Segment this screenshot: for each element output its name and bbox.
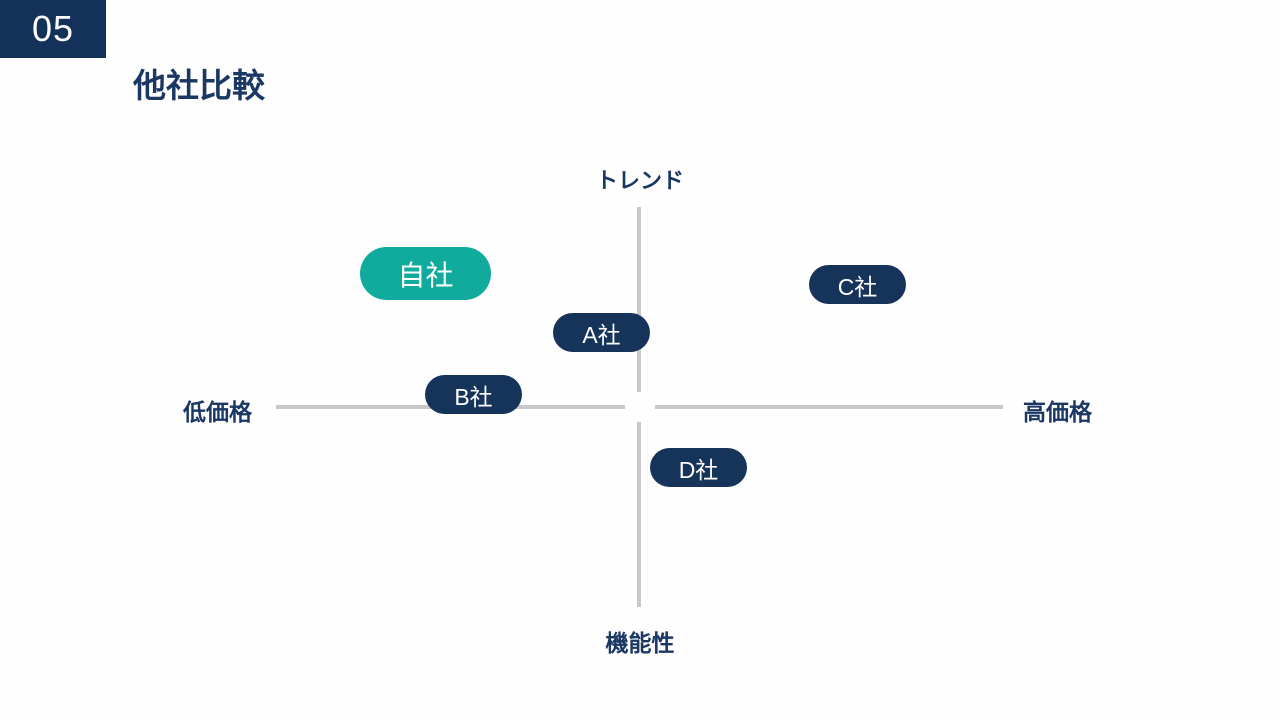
axis-label-left: 低価格 <box>183 399 252 425</box>
data-point-company-c: C社 <box>809 265 906 304</box>
axis-label-top: トレンド <box>595 168 685 193</box>
axis-center-gap <box>625 392 655 422</box>
data-point-own-company: 自社 <box>360 247 491 300</box>
axis-label-right: 高価格 <box>1023 399 1092 425</box>
data-point-company-b: B社 <box>425 375 522 414</box>
data-point-company-a: A社 <box>553 313 650 352</box>
section-number-badge: 05 <box>0 0 106 58</box>
axis-label-bottom: 機能性 <box>605 630 675 656</box>
slide-title: 他社比較 <box>133 67 265 104</box>
data-point-company-d: D社 <box>650 448 747 487</box>
